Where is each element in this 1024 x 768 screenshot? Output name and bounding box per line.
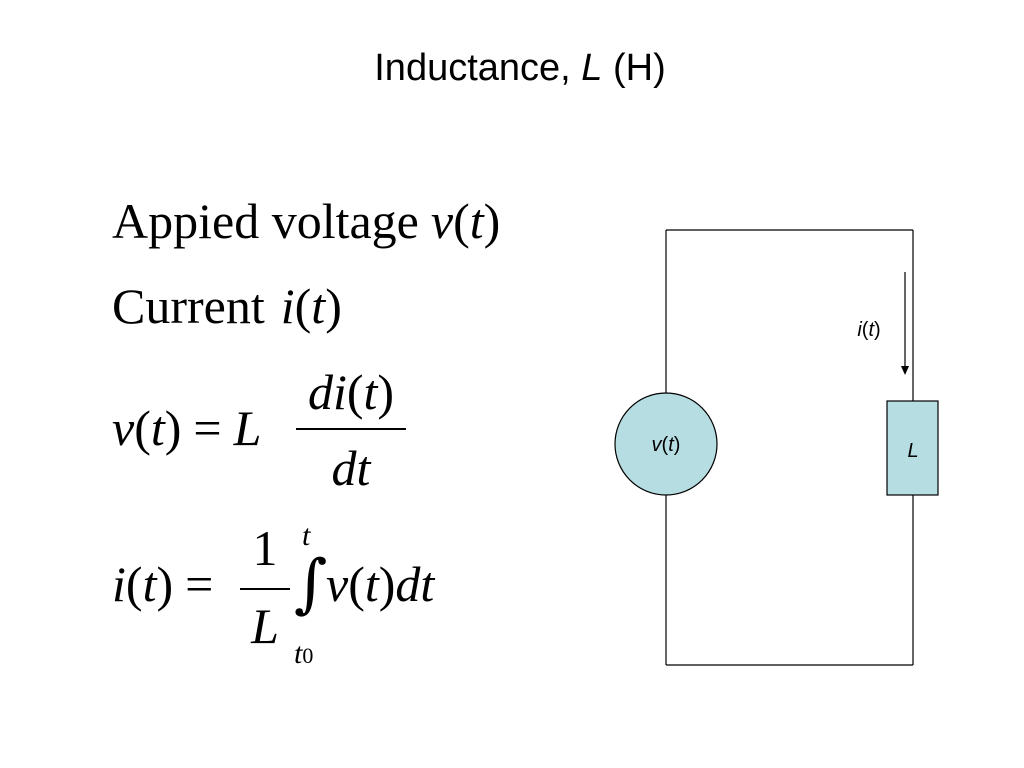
eq1-t: t — [150, 400, 165, 456]
current-t: t — [311, 278, 326, 334]
eq1-v: v — [112, 400, 135, 456]
eq2-fraction-bar — [240, 588, 290, 590]
eq1-num-di: di — [307, 364, 347, 420]
eq1-num-t: t — [363, 364, 378, 420]
eq2-t: t — [142, 556, 157, 612]
equation-voltage-lhs: v(t)=L — [112, 400, 262, 456]
eq2-den: L — [251, 598, 279, 654]
current-label: i(t) — [857, 319, 880, 341]
eq2-upper-limit: t — [302, 520, 310, 552]
eq2-t2: t — [364, 556, 379, 612]
title-text: Inductance, — [374, 47, 582, 89]
voltage-source — [614, 392, 718, 496]
eq1-denominator: dt — [296, 440, 406, 496]
eq2-num: 1 — [252, 520, 278, 576]
eq2-dt: dt — [395, 556, 435, 612]
equation-current-lhs: i(t)= — [112, 556, 214, 612]
eq1-fraction-bar — [296, 428, 406, 430]
eq2-i: i — [112, 556, 126, 612]
applied-voltage-word: Appied voltage — [112, 193, 419, 249]
eq2-equals: = — [185, 556, 214, 612]
eq2-v: v — [326, 556, 349, 612]
eq2-lower-sub: 0 — [302, 643, 314, 668]
title-var: L — [581, 47, 603, 89]
title-unit: (H) — [602, 47, 666, 89]
current-arrow-head-icon — [901, 366, 909, 375]
current-word: Current — [112, 278, 265, 334]
applied-voltage-v: v — [430, 193, 454, 249]
slide-title: Inductance, L (H) — [0, 44, 1024, 92]
inductor-label: L — [907, 440, 918, 462]
eq1-den: dt — [331, 440, 371, 496]
applied-voltage-t: t — [469, 193, 484, 249]
eq1-L: L — [233, 400, 262, 456]
eq2-lower-limit: t0 — [294, 638, 313, 672]
eq1-numerator: di(t) — [307, 364, 395, 420]
eq2-upper: t — [302, 519, 311, 552]
inductor — [886, 400, 939, 496]
integral-sign-icon: ∫ — [294, 547, 328, 621]
eq1-equals: = — [193, 400, 222, 456]
voltage-source-label: v(t) — [652, 434, 681, 456]
current-i: i — [280, 278, 295, 334]
eq2-numerator: 1 — [240, 520, 290, 576]
eq2-lower-t: t — [294, 637, 303, 670]
eq2-denominator: L — [240, 598, 290, 654]
eq2-integrand: v(t)dt — [326, 556, 435, 612]
